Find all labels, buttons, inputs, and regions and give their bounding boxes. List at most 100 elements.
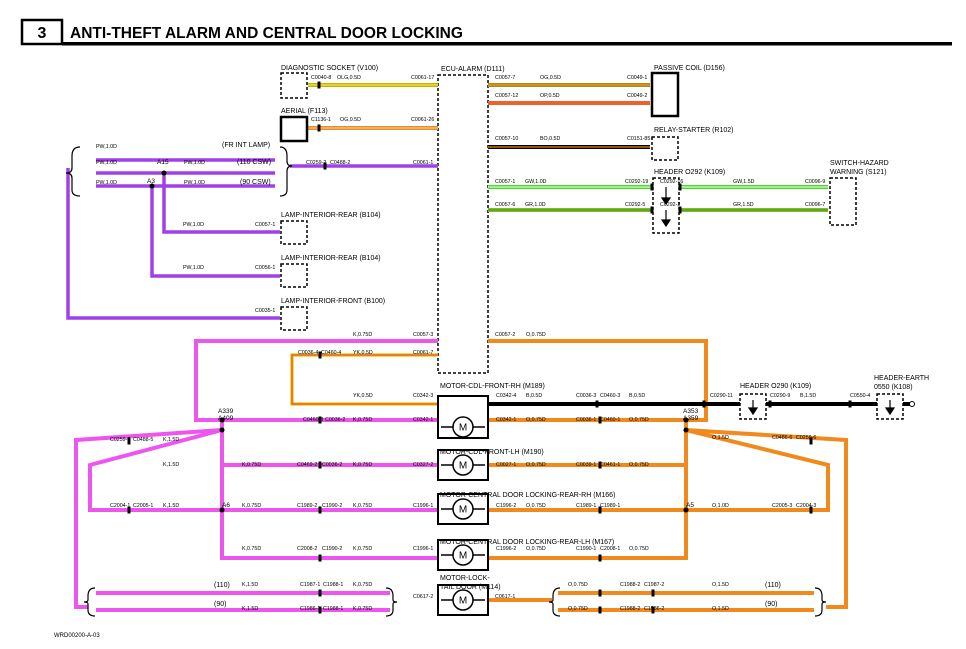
wire-label: K,0.75D xyxy=(353,503,372,509)
header-o292-label: HEADER O292 (K109) xyxy=(654,169,725,176)
wire-label: K,0.75D xyxy=(353,582,372,588)
wire-label: C0460-3 xyxy=(600,393,620,399)
wire-label: K,0.75D xyxy=(353,606,372,612)
wire-label: O,0.75D xyxy=(629,462,649,468)
section-number-box xyxy=(20,18,64,46)
connector-tick xyxy=(598,461,602,469)
wire-label: C0056-1 xyxy=(255,265,275,271)
tail-110-left-label: (110) xyxy=(214,582,230,589)
wire-label: O,1.5D xyxy=(712,582,729,588)
junction-a5-label: A5 xyxy=(686,502,694,509)
connector-tick xyxy=(651,589,655,597)
wire-label: C1990-1 xyxy=(576,546,596,552)
connector-tick xyxy=(650,183,654,191)
connector-tick xyxy=(809,437,813,445)
tail-110-right-label: (110) xyxy=(765,582,781,589)
connector-tick xyxy=(317,81,321,89)
header-o290-label: HEADER O290 (K109) xyxy=(740,383,811,390)
passive-coil-box xyxy=(650,71,680,118)
wire-label: C0057-10 xyxy=(495,136,518,142)
header-o292-arrows xyxy=(660,187,896,416)
junction-a15-label: A15 xyxy=(157,159,169,166)
wire-label: C1988-1 xyxy=(323,606,343,612)
connector-tick xyxy=(318,589,322,597)
wire-label: K,1.5D xyxy=(242,582,258,588)
wire-label: C1996-1 xyxy=(413,546,433,552)
connector-tick xyxy=(317,124,321,132)
tail-90-left-label: (90) xyxy=(214,601,226,608)
motor-symbol: M xyxy=(437,584,489,616)
passive-coil-label: PASSIVE COIL (D156) xyxy=(654,65,725,72)
wire-label: C0036-3 xyxy=(576,393,596,399)
wire-label: OP,0.5D xyxy=(540,93,560,99)
wire-label: C2008-1 xyxy=(600,546,620,552)
wire-label: C1996-1 xyxy=(413,503,433,509)
wire-label: C0469-2 xyxy=(297,462,317,468)
switch-hazard-box xyxy=(829,177,857,226)
wire-label: K,1.5D xyxy=(163,503,179,509)
header-earth-label-2: 0550 (K108) xyxy=(874,384,913,391)
connector-tick xyxy=(678,206,682,214)
connector-tick xyxy=(318,606,322,614)
wire-label: C0486-6 xyxy=(772,435,792,441)
connector-tick xyxy=(651,606,655,614)
lamp-rear-2-box xyxy=(280,263,308,288)
wire-label: GR,1.0D xyxy=(525,202,546,208)
wire-label: C0342-1 xyxy=(413,417,433,423)
svg-text:M: M xyxy=(459,505,467,516)
wire-label: C1990-2 xyxy=(322,503,342,509)
wire-label: C0096-7 xyxy=(805,202,825,208)
wire-label: PW,1.0D xyxy=(96,160,117,166)
wire-label: C0488-2 xyxy=(330,160,350,166)
lamp-rear-1-box xyxy=(280,220,308,245)
component-labels: DIAGNOSTIC SOCKET (V100) AERIAL (F113) P… xyxy=(214,65,929,608)
wire-label: C1136-1 xyxy=(311,117,331,123)
wire-label: O,0.75D xyxy=(526,332,546,338)
wire-label: O,0.75D xyxy=(526,417,546,423)
wire-label: O,0.75D xyxy=(526,546,546,552)
connector-tick xyxy=(127,506,131,514)
svg-text:M: M xyxy=(459,423,467,434)
wire-label: PW,1.0D xyxy=(183,222,204,228)
lamp-rear-1-label: LAMP-INTERIOR-REAR (B104) xyxy=(281,212,381,219)
wire-label: B,0.5D xyxy=(526,393,542,399)
wire-label: C1987-1 xyxy=(300,582,320,588)
wire-label: O,1.5D xyxy=(712,435,729,441)
wire-label: O,1.0D xyxy=(712,503,729,509)
wire-label: C0057-6 xyxy=(495,202,515,208)
ecu-alarm-box xyxy=(437,74,489,374)
junction-labels: A15 A3 A339 A409 A353 A359 A6 A5 xyxy=(147,159,699,509)
wire-label: C0057-3 xyxy=(413,332,433,338)
wire-label: K,0.75D xyxy=(353,546,372,552)
page-title: ANTI-THEFT ALARM AND CENTRAL DOOR LOCKIN… xyxy=(70,25,463,42)
wire-label: C0036-4 xyxy=(298,350,318,356)
wire-label: C0292-16 xyxy=(660,179,683,185)
aerial-box xyxy=(279,115,309,143)
wire-label: C0259-2 xyxy=(306,160,326,166)
connector-tick xyxy=(595,400,599,408)
wire-label: C0259-6 xyxy=(796,435,816,441)
svg-text:M: M xyxy=(459,596,467,607)
wire-label: C1988-1 xyxy=(323,582,343,588)
wire-label: C0460-4 xyxy=(321,350,341,356)
wire-label: C0040-8 xyxy=(311,75,331,81)
wire-label: C0061-1 xyxy=(413,160,433,166)
wire-label: C1989-1 xyxy=(600,503,620,509)
section-number: 3 xyxy=(38,25,47,42)
wire-label: K,0.75D xyxy=(353,417,372,423)
wire-label: C0061-17 xyxy=(411,75,434,81)
wire-label: C1989-2 xyxy=(297,503,317,509)
wire-label: K,0.75D xyxy=(353,332,372,338)
motor-tail-label-2: TAIL DOOR (M114) xyxy=(440,584,501,591)
connector-tick xyxy=(598,506,602,514)
section-header: 3 ANTI-THEFT ALARM AND CENTRAL DOOR LOCK… xyxy=(20,18,952,46)
connector-tick xyxy=(318,416,322,424)
wire-label: C0057-1 xyxy=(495,179,515,185)
wire-label: C0461-1 xyxy=(600,462,620,468)
connector-tick xyxy=(598,416,602,424)
wire-label: K,0.75D xyxy=(353,462,372,468)
junction-a359-label: A359 xyxy=(683,415,699,422)
wire-label: C0027-1 xyxy=(496,462,516,468)
lamp-rear-2-label: LAMP-INTERIOR-REAR (B104) xyxy=(281,255,381,262)
